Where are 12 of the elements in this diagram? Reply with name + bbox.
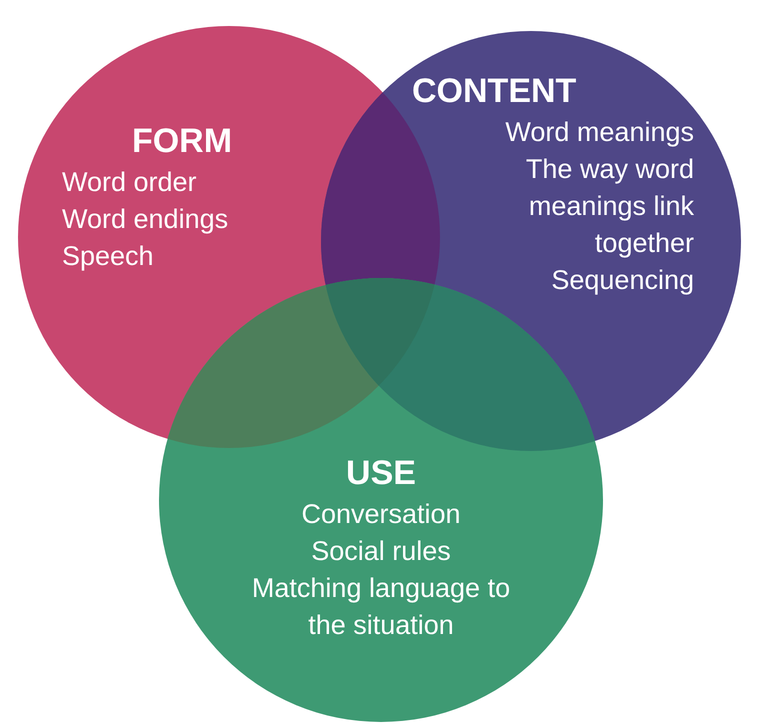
list-item: Word meanings xyxy=(505,116,694,149)
list-item: The way word meanings link together xyxy=(524,153,694,260)
circle-heading: USE xyxy=(346,453,416,494)
list-item: Social rules xyxy=(311,535,451,568)
circle-heading: FORM xyxy=(132,121,232,162)
list-item: Word order xyxy=(62,166,197,199)
list-item: Sequencing xyxy=(551,264,694,297)
list-item: Word endings xyxy=(62,203,228,236)
list-item: Matching language to the situation xyxy=(250,572,512,642)
list-item: Conversation xyxy=(301,498,461,531)
list-item: Speech xyxy=(62,240,154,273)
circle-heading: CONTENT xyxy=(412,71,576,112)
